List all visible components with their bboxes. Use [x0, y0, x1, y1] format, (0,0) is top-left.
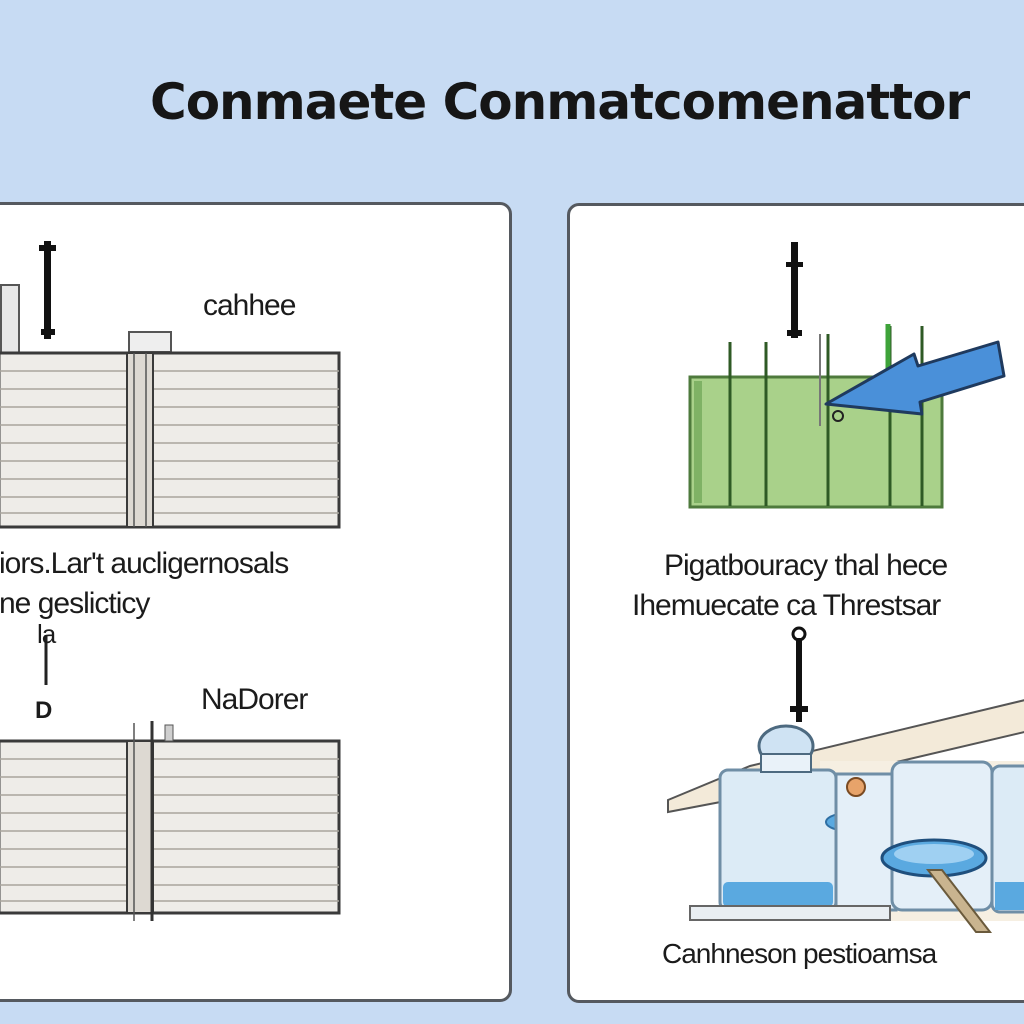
- right-panel: Pigatbouracy thal hece Ihemuecate ca Thr…: [567, 203, 1024, 1003]
- caption-line-1: Pigatbouracy thal hece: [664, 549, 948, 582]
- green-tank: [688, 324, 944, 509]
- water-container-left: [718, 724, 887, 912]
- bottom-caption: Canhneson pestioamsa: [662, 938, 937, 969]
- left-panel: cahhee iors.Lar't aucligernosals ne gesl…: [0, 202, 512, 1002]
- page-title: Conmaete Conmatcomenattor: [150, 73, 970, 131]
- basin: [880, 838, 993, 933]
- pole-icon: [790, 626, 808, 722]
- pole-icon: [39, 241, 56, 339]
- base-platform: [689, 905, 891, 921]
- caption-line-1: iors.Lar't aucligernosals: [0, 547, 289, 580]
- pole-icon: [786, 242, 803, 338]
- marker-label: la: [37, 619, 56, 649]
- right-illustration: [667, 242, 1024, 933]
- caption-line-2: ne geslicticy: [0, 587, 150, 620]
- arrow-icon: [824, 340, 1006, 416]
- caption-line-2: Ihemuecate ca Threstsar: [632, 589, 941, 622]
- lower-slat-unit: [0, 721, 341, 921]
- top-box: [128, 331, 172, 353]
- edge-post: [0, 284, 20, 358]
- upper-slat-unit: [0, 351, 341, 529]
- water-container-middle: [834, 772, 898, 912]
- top-label: cahhee: [203, 289, 296, 322]
- left-illustration: [0, 241, 341, 921]
- marker-d-label: D: [35, 697, 52, 724]
- bottom-label: NaDorer: [201, 683, 308, 716]
